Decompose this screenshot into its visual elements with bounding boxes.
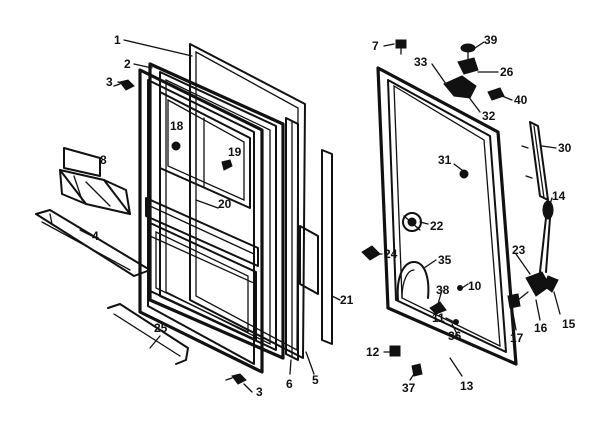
- lower-panel: [147, 221, 257, 341]
- wire-loop: [396, 261, 430, 301]
- door-shelf-bin: [59, 147, 131, 215]
- callout-3b: 3: [256, 385, 263, 399]
- callout-39: 39: [484, 33, 498, 47]
- lock-knob: [402, 212, 422, 232]
- outer-door-panel: [376, 66, 518, 366]
- callout-36: 36: [448, 329, 462, 343]
- callout-17: 17: [510, 331, 524, 345]
- callout-14: 14: [552, 189, 566, 203]
- callout-22: 22: [430, 219, 444, 233]
- screw-icon: [411, 363, 423, 377]
- callout-19: 19: [228, 145, 242, 159]
- callout-30: 30: [558, 141, 572, 155]
- callout-12: 12: [366, 345, 380, 359]
- plug-icon: [171, 141, 181, 151]
- plug-icon: [459, 169, 469, 179]
- upper-panel: [159, 91, 251, 209]
- callout-18: 18: [170, 119, 184, 133]
- callout-24: 24: [384, 247, 398, 261]
- callout-11: 11: [432, 311, 445, 325]
- callout-4: 4: [92, 229, 99, 243]
- callout-15: 15: [562, 317, 576, 331]
- screw-icon: [395, 39, 407, 55]
- bottom-bar: [107, 303, 189, 365]
- top-hinge: [443, 43, 505, 101]
- callout-40: 40: [514, 93, 528, 107]
- screw-icon: [225, 373, 247, 385]
- callout-20: 20: [218, 197, 232, 211]
- callout-32: 32: [482, 109, 496, 123]
- leader-lines: [79, 39, 561, 393]
- callout-2: 2: [124, 57, 131, 71]
- callout-33: 33: [414, 55, 428, 69]
- callout-16: 16: [534, 321, 548, 335]
- callout-31: 31: [438, 153, 452, 167]
- clip-icon: [221, 159, 233, 171]
- key-icon: [361, 245, 381, 261]
- screw-icon: [113, 79, 135, 91]
- callout-10: 10: [468, 279, 482, 293]
- vertical-bar: [299, 149, 333, 345]
- callout-3: 3: [106, 75, 113, 89]
- shelf-rail: [35, 209, 151, 277]
- callout-1: 1: [114, 33, 121, 47]
- callout-7: 7: [372, 39, 379, 53]
- door-latch: [539, 200, 554, 273]
- callout-23: 23: [512, 243, 526, 257]
- lock-assembly: [507, 271, 559, 309]
- door-liner: [138, 68, 264, 374]
- clip-icon: [429, 301, 447, 315]
- callout-5: 5: [312, 373, 319, 387]
- callout-6: 6: [286, 377, 293, 391]
- callout-37: 37: [402, 381, 416, 395]
- callout-13: 13: [460, 379, 474, 393]
- door-handle: [521, 121, 549, 201]
- callout-38: 38: [436, 283, 450, 297]
- callout-35: 35: [438, 253, 452, 267]
- callout-8: 8: [100, 153, 107, 167]
- callout-25: 25: [154, 321, 168, 335]
- door-side-strip: [285, 117, 299, 361]
- screw-icon: [389, 345, 401, 357]
- callout-labels: 1 2 3 18 19 20 8 4 25 3 6 5 21 7 33 39 2…: [92, 33, 576, 399]
- middle-shelf: [145, 197, 259, 267]
- callout-26: 26: [500, 65, 514, 79]
- callout-21: 21: [340, 293, 354, 307]
